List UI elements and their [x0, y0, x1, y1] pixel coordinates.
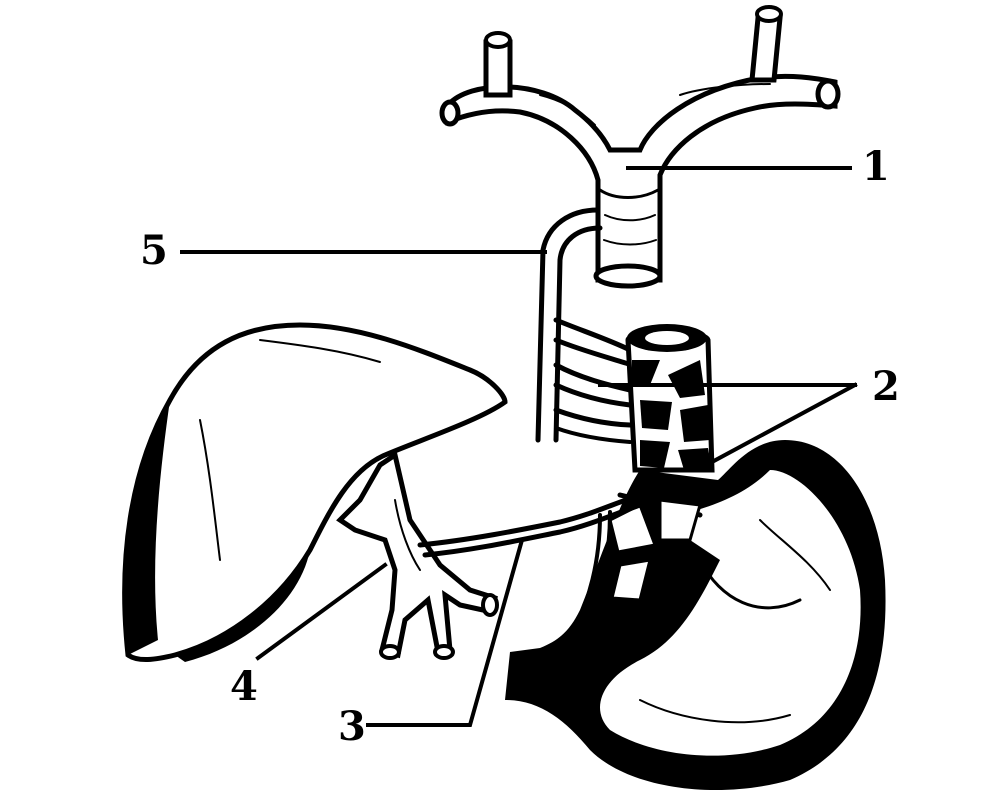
- label-3: 3: [338, 703, 366, 750]
- azygos-vein: [535, 207, 635, 444]
- leader-line-4: [255, 562, 388, 661]
- leader-line-3: [366, 537, 525, 727]
- gastric-vein: [417, 487, 717, 647]
- liver: [122, 322, 508, 662]
- stomach: [505, 440, 886, 790]
- portal-vein: [336, 450, 499, 660]
- label-4: 4: [230, 663, 258, 710]
- label-1: 1: [862, 143, 890, 190]
- upper-vein-y: [439, 5, 841, 289]
- esophagus: [625, 324, 715, 473]
- label-2: 2: [872, 363, 900, 410]
- label-5: 5: [140, 227, 168, 274]
- leader-line-2b: [709, 382, 858, 465]
- labels: 1 5 2 4 3: [140, 143, 900, 750]
- leader-lines: [180, 166, 858, 727]
